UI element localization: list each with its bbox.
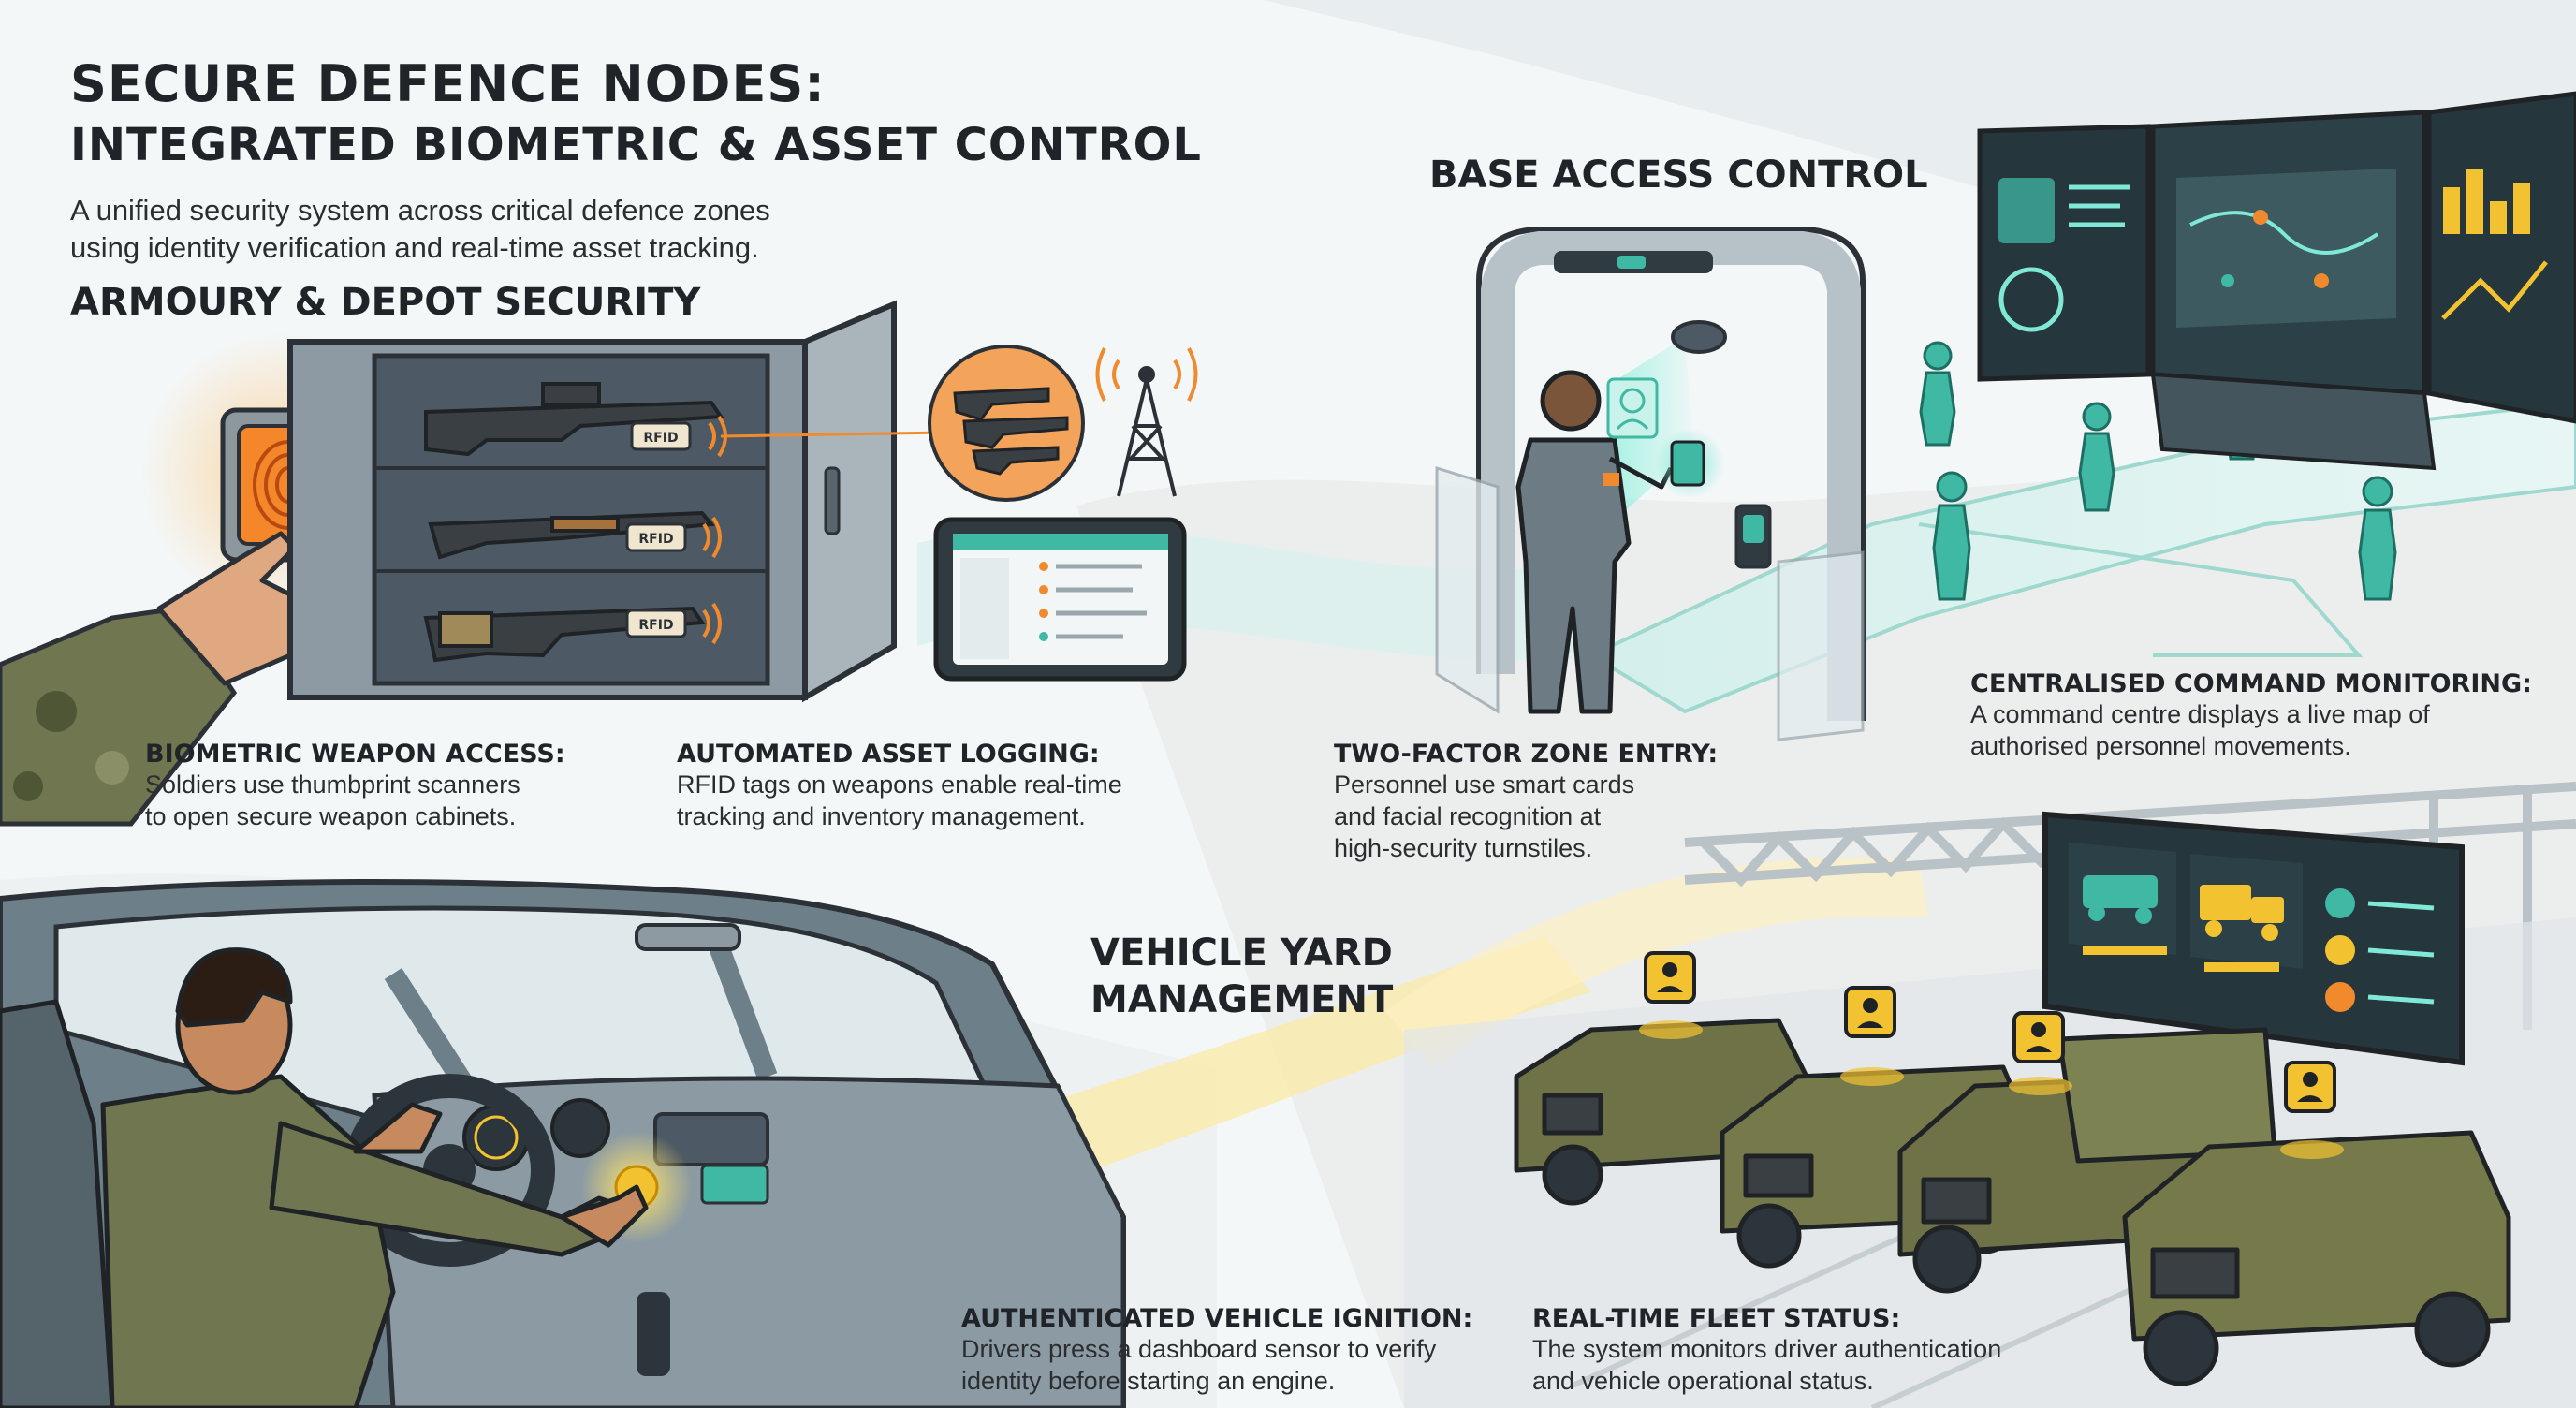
caption-title: REAL-TIME FLEET STATUS: — [1532, 1304, 1901, 1333]
rfid-tags: RFID RFID RFID — [625, 415, 946, 645]
base-access-scene — [1435, 91, 2576, 741]
vehicle-interior-scene — [0, 879, 1126, 1408]
svg-text:RFID: RFID — [643, 431, 678, 446]
driver-auth-icon — [1840, 986, 1904, 1086]
section-title-base-access: BASE ACCESS CONTROL — [1429, 154, 1928, 197]
driver-auth-icon — [2280, 1061, 2344, 1159]
inventory-tablet — [933, 517, 1187, 682]
section-title-line: MANAGEMENT — [1090, 978, 1394, 1021]
asset-cluster-icon — [928, 345, 1085, 502]
truck-icon — [2200, 885, 2284, 941]
caption-title: AUTHENTICATED VEHICLE IGNITION: — [961, 1304, 1473, 1333]
personnel-figure — [2078, 402, 2115, 512]
caption-body: to open secure weapon cabinets. — [145, 802, 517, 830]
personnel-figure — [2358, 476, 2397, 601]
intro-line: A unified security system across critica… — [70, 194, 770, 227]
caption-two-factor: TWO-FACTOR ZONE ENTRY: Personnel use sma… — [1334, 740, 1718, 864]
armoury-scene: RFID RFID RFID — [0, 300, 1198, 827]
security-officer — [1515, 370, 1725, 714]
rfid-tag: RFID — [630, 421, 692, 451]
caption-body: high-security turnstiles. — [1334, 834, 1593, 862]
dashboard-gauges — [462, 1098, 610, 1171]
page-title: SECURE DEFENCE NODES: — [70, 54, 826, 113]
section-title-armoury: ARMOURY & DEPOT SECURITY — [70, 281, 701, 324]
weapon-cabinet — [287, 300, 897, 703]
caption-body: RFID tags on weapons enable real-time — [677, 770, 1122, 799]
section-title-line: VEHICLE YARD — [1090, 931, 1393, 975]
vehicle-yard-scene — [1404, 782, 2576, 1408]
caption-title: CENTRALISED COMMAND MONITORING: — [1970, 669, 2532, 698]
caption-command: CENTRALISED COMMAND MONITORING: A comman… — [1970, 669, 2532, 762]
caption-body: Personnel use smart cards — [1334, 770, 1635, 799]
svg-text:RFID: RFID — [638, 618, 673, 633]
caption-body: authorised personnel movements. — [1970, 732, 2351, 760]
caption-fleet: REAL-TIME FLEET STATUS: The system monit… — [1532, 1304, 2001, 1397]
caption-body: Soldiers use thumbprint scanners — [145, 770, 520, 799]
driver-auth-icon — [2009, 1011, 2072, 1095]
driver — [0, 947, 649, 1408]
caption-body: identity before starting an engine. — [961, 1367, 1336, 1395]
face-scan-icon — [1606, 377, 1659, 439]
caption-title: BIOMETRIC WEAPON ACCESS: — [145, 740, 565, 769]
personnel-figure — [1932, 471, 1971, 601]
caption-ignition: AUTHENTICATED VEHICLE IGNITION: Drivers … — [961, 1304, 1472, 1397]
personnel-figure — [1919, 341, 1956, 447]
caption-title: AUTOMATED ASSET LOGGING: — [677, 740, 1100, 769]
smart-card-icon — [1670, 440, 1705, 487]
caption-body: The system monitors driver authenticatio… — [1532, 1335, 2002, 1363]
driver-auth-icon — [1639, 951, 1703, 1039]
caption-biometric: BIOMETRIC WEAPON ACCESS: Soldiers use th… — [145, 740, 565, 832]
vehicle — [2122, 1130, 2511, 1386]
fleet-status-screen — [2042, 811, 2465, 1066]
jeep-icon — [2083, 875, 2158, 924]
security-gate — [1435, 227, 1866, 741]
rfid-tag: RFID — [625, 522, 687, 552]
caption-body: A command centre displays a live map of — [1970, 700, 2430, 728]
caption-body: and facial recognition at — [1334, 802, 1602, 830]
intro-line: using identity verification and real-tim… — [70, 231, 759, 264]
caption-asset-logging: AUTOMATED ASSET LOGGING: RFID tags on we… — [677, 740, 1122, 832]
svg-text:RFID: RFID — [638, 532, 673, 547]
map-pin-icon — [2221, 210, 2329, 288]
radio-tower-icon — [1095, 347, 1198, 497]
caption-body: and vehicle operational status. — [1532, 1367, 1874, 1395]
caption-body: tracking and inventory management. — [677, 802, 1086, 830]
driver-auth-markers — [1639, 951, 2344, 1159]
military-vehicles — [1514, 1018, 2511, 1386]
page-subtitle: INTEGRATED BIOMETRIC & ASSET CONTROL — [70, 119, 1202, 171]
driver-auth-icon — [2325, 888, 2355, 1012]
section-title-vehicle-yard: VEHICLE YARD MANAGEMENT — [1090, 930, 1393, 1023]
soldier-arm — [0, 531, 302, 827]
rfid-tag: RFID — [625, 609, 687, 638]
intro-text: A unified security system across critica… — [70, 192, 1006, 267]
caption-title: TWO-FACTOR ZONE ENTRY: — [1334, 740, 1719, 769]
command-centre-screens — [1977, 91, 2576, 471]
caption-body: Drivers press a dashboard sensor to veri… — [961, 1335, 1437, 1363]
